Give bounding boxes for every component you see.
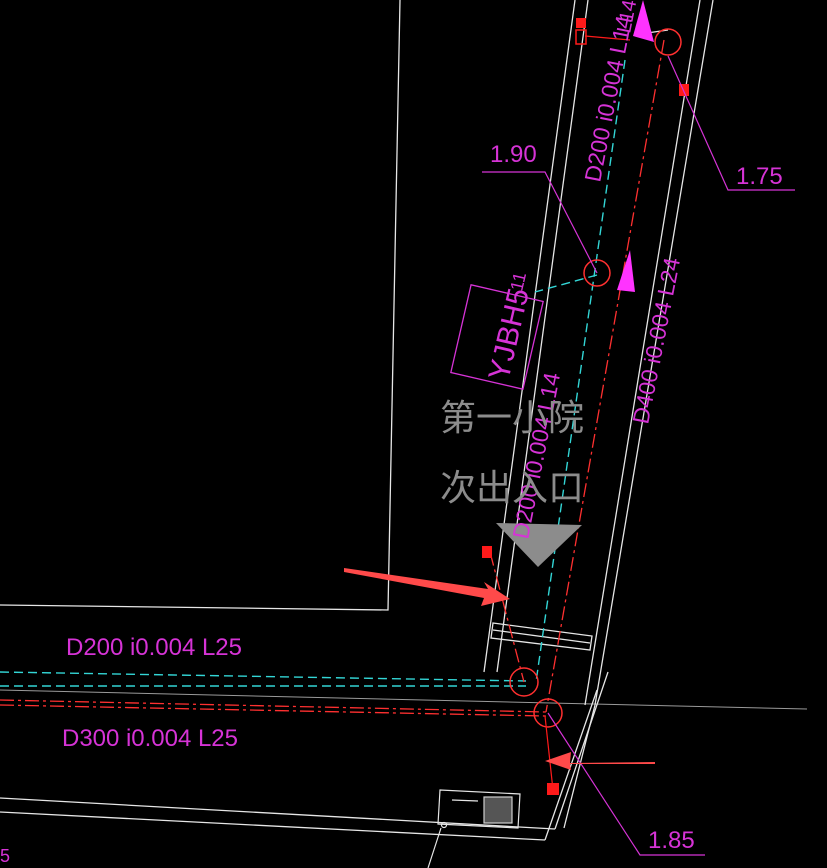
red-arrows bbox=[344, 568, 655, 770]
label-pipe-horizontal-lower: D300 i0.004 L25 bbox=[62, 725, 238, 752]
label-pipe-top-right: D200 i0.004 L14 bbox=[579, 13, 637, 184]
label-area-line2: 次出入口 bbox=[440, 468, 584, 509]
flow-marker-mid bbox=[617, 250, 635, 292]
manhole-lower-right bbox=[533, 698, 563, 728]
label-pipe-mid-left: D200 i0.004 L14 bbox=[507, 370, 565, 541]
building-outline bbox=[0, 0, 808, 841]
catch-basins bbox=[482, 18, 689, 795]
label-elev-bottom: 1.85 bbox=[648, 827, 695, 854]
label-equipment-tag-suffix: 11 bbox=[506, 270, 530, 293]
arrow-lower bbox=[545, 752, 655, 770]
entrance-triangle bbox=[496, 523, 582, 567]
road-edges bbox=[483, 0, 714, 841]
manhole-top bbox=[654, 28, 682, 56]
label-pipe-horizontal-upper: D200 i0.004 L25 bbox=[66, 634, 242, 661]
label-pipe-right-long: D400 i0.004 L24 bbox=[627, 255, 685, 426]
label-elev-mid: 1.90 bbox=[490, 141, 537, 168]
flow-marker-top bbox=[633, 0, 654, 42]
label-corner-fragment: 5 bbox=[0, 846, 10, 866]
manhole-mid bbox=[583, 259, 611, 287]
manholes bbox=[509, 28, 682, 728]
flow-markers bbox=[617, 0, 654, 292]
equipment-tag-box bbox=[450, 284, 544, 390]
label-area-line1: 第一小院 bbox=[440, 398, 584, 439]
manhole-lower-left bbox=[509, 667, 539, 697]
storm-pipe bbox=[0, 39, 665, 717]
sewer-pipe bbox=[0, 59, 626, 687]
label-elev-top-right: 1.75 bbox=[736, 163, 783, 190]
arrow-upper bbox=[344, 568, 510, 606]
leader-lines bbox=[482, 55, 795, 856]
utility-box bbox=[427, 789, 521, 868]
